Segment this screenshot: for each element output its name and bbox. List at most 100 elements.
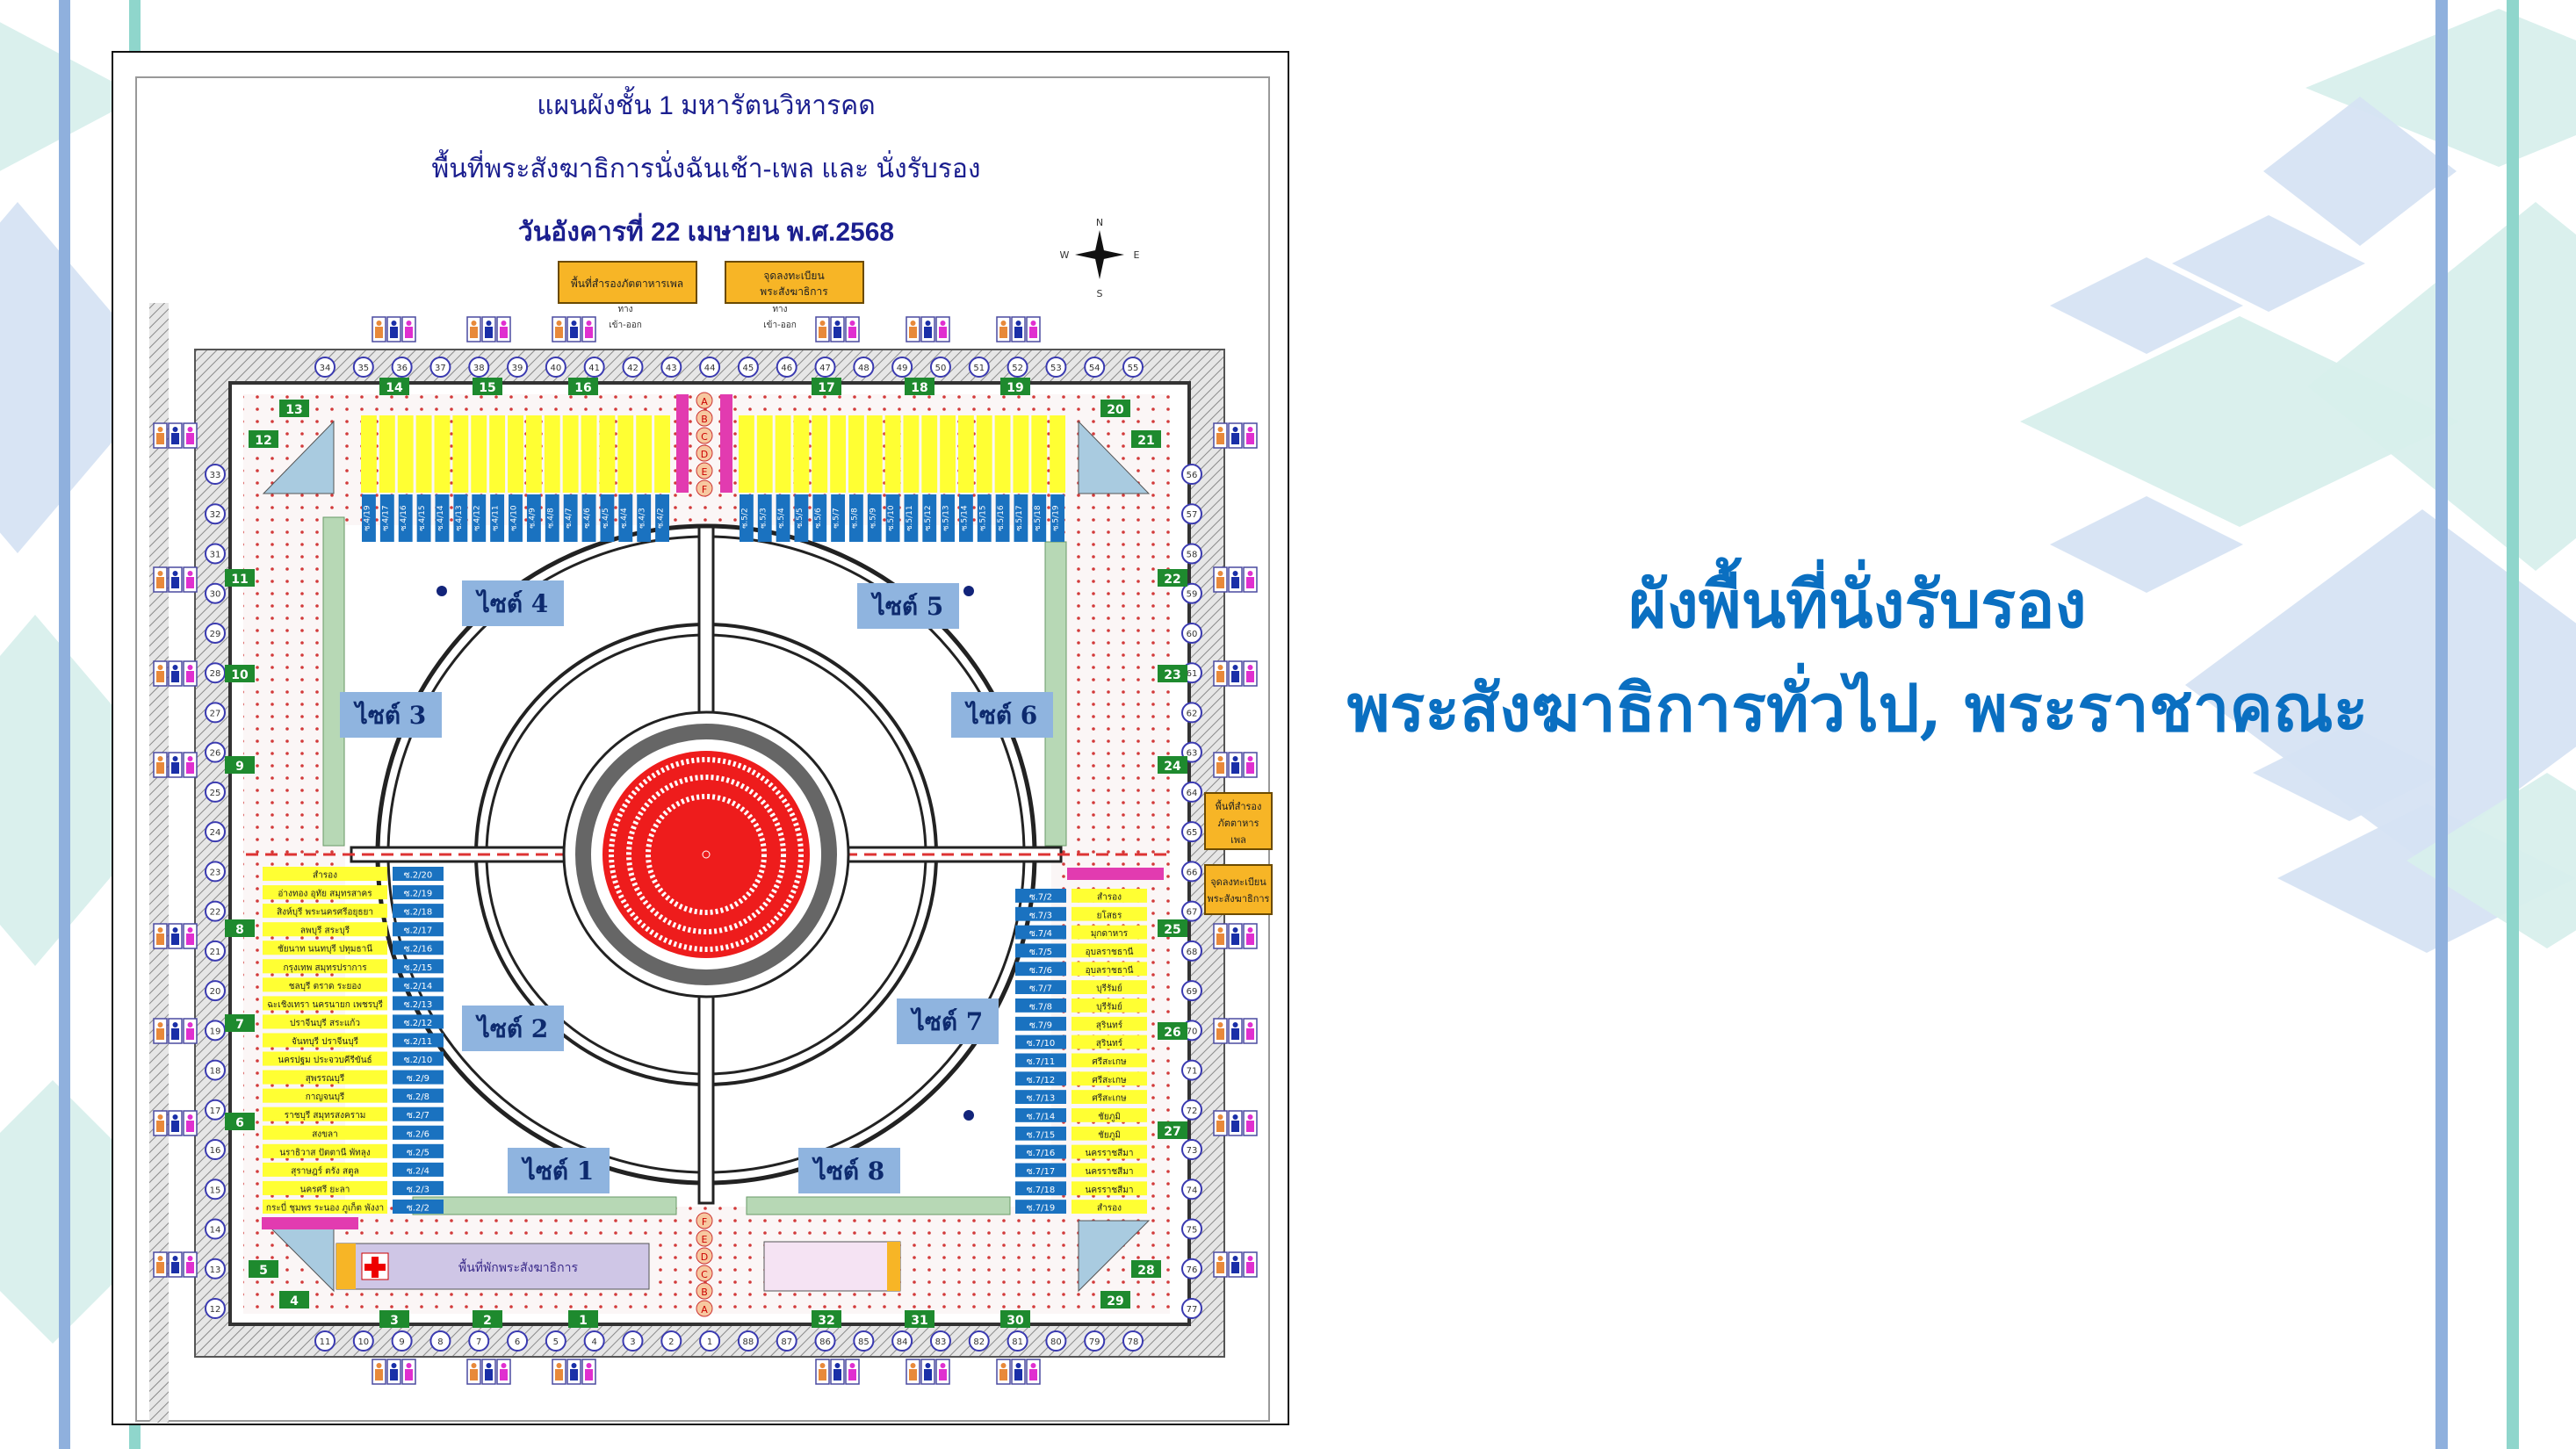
pillar-number: 30: [210, 590, 221, 600]
person-icon: [1231, 1121, 1239, 1132]
seat-code-box: [757, 494, 772, 542]
seat-code: ซ.2/18: [404, 908, 432, 918]
pillar-circle: [545, 1330, 566, 1352]
row-letter: D: [701, 1251, 708, 1263]
person-icon: [187, 427, 193, 432]
seat-code: ซ.7/13: [1027, 1094, 1055, 1104]
row-letter: A: [701, 1304, 708, 1316]
seat-code-box: [1015, 889, 1066, 903]
person-icon: [571, 1363, 577, 1368]
pillar-circle: [699, 357, 721, 378]
zone-label-box: [857, 583, 959, 629]
row-letter-circle: [696, 1265, 713, 1282]
gate-marker: [225, 756, 255, 774]
seat-province: กาญจนบุรี: [306, 1092, 345, 1102]
seat-province-column: [1013, 415, 1029, 493]
pillar-circle: [1181, 781, 1202, 803]
person-icon: [375, 1369, 383, 1381]
pillar-circle: [814, 357, 836, 378]
gate-marker: [812, 1310, 841, 1328]
seat-code-box: [379, 494, 394, 542]
pillar-number: 61: [1187, 669, 1198, 679]
seat-province: ศรีสะเกษ: [1092, 1075, 1127, 1085]
person-icon: [1232, 927, 1238, 933]
seat-province: บุรีรัมย์: [1096, 984, 1122, 994]
person-icon: [940, 1363, 946, 1368]
person-icon: [187, 927, 193, 933]
seat-code: ซ.4/9: [528, 508, 537, 529]
person-icon: [939, 1369, 947, 1381]
gate-number: 31: [911, 1314, 927, 1328]
seat-code: ซ.5/5: [796, 508, 805, 528]
pillar-circle: [737, 1330, 759, 1352]
pillar-circle: [205, 1139, 226, 1161]
person-icon: [1216, 1262, 1224, 1273]
gate-number: 16: [574, 381, 591, 395]
pillar-number: 2: [668, 1337, 674, 1347]
seat-code-box: [362, 494, 376, 542]
person-icon: [156, 433, 164, 444]
seat-code-box: [1032, 494, 1047, 542]
seat-code: ซ.7/10: [1027, 1039, 1055, 1049]
person-icon: [157, 1022, 163, 1027]
seat-code: ซ.5/8: [850, 508, 859, 529]
pillar-number: 29: [210, 630, 221, 639]
seat-code-box: [1015, 962, 1066, 977]
row-letter: C: [701, 1269, 708, 1280]
seat-code: ซ.4/5: [602, 508, 610, 528]
person-icon: [848, 1369, 856, 1381]
seat-province-column: [544, 415, 560, 493]
first-aid-icon: [364, 1257, 386, 1278]
pillar-circle: [1181, 861, 1202, 883]
seat-code: ซ.4/13: [455, 505, 464, 530]
seat-code: ซ.7/9: [1029, 1020, 1052, 1030]
seat-code: ซ.2/17: [404, 926, 432, 936]
seat-province-column: [361, 415, 377, 493]
pillar-number: 45: [743, 364, 754, 373]
person-icon: [1232, 1022, 1238, 1027]
seat-province-column: [379, 415, 395, 493]
gate-marker: [225, 1014, 255, 1032]
zone-label: ไซต์ 2: [475, 1014, 549, 1043]
gate-number: 2: [483, 1314, 492, 1328]
seat-province-column: [940, 415, 956, 493]
seat-province-row: [263, 1143, 387, 1158]
seat-code: ซ.5/18: [1034, 505, 1043, 530]
seat-province-row: [263, 867, 387, 882]
pillar-number: 40: [550, 364, 561, 373]
pillar-circle: [205, 821, 226, 843]
magenta-band: [676, 394, 689, 493]
gate-marker: [812, 378, 841, 395]
person-icon: [171, 1121, 179, 1132]
pillar-circle: [314, 357, 336, 378]
seat-province: ชัยนาท นนทบุรี ปทุมธานี: [278, 944, 372, 955]
gate-number: 21: [1137, 434, 1154, 448]
seat-code: ซ.2/8: [407, 1092, 429, 1102]
seat-province: อ่างทอง อุทัย สมุทรสาคร: [278, 890, 372, 899]
green-strip-bottom-right: [746, 1196, 1011, 1215]
pillar-circle: [1181, 464, 1202, 485]
pillar-number: 69: [1187, 987, 1198, 997]
pillar-number: 33: [210, 471, 221, 480]
person-icon: [1231, 671, 1239, 682]
seat-province-row: [263, 1070, 387, 1085]
pillar-number: 75: [1187, 1226, 1198, 1236]
seat-code-box: [655, 494, 669, 542]
seat-province-column: [434, 415, 451, 493]
person-icon: [391, 321, 397, 326]
gate-number: 29: [1107, 1294, 1123, 1308]
person-icon: [585, 327, 593, 338]
seat-code-box: [1015, 1144, 1066, 1159]
seat-code-box: [1015, 925, 1066, 940]
seat-code: ซ.2/4: [407, 1166, 429, 1176]
room-end: [887, 1242, 900, 1291]
seat-province-column: [415, 415, 432, 493]
seat-code: ซ.4/11: [492, 505, 501, 530]
diamond-shape: [0, 202, 167, 553]
pillar-circle: [507, 1330, 529, 1352]
pillar-number: 79: [1089, 1337, 1100, 1347]
seat-province-column: [958, 415, 974, 493]
gate-number: 19: [1007, 381, 1023, 395]
pillar-circle: [1181, 1139, 1202, 1161]
seat-code: ซ.4/12: [473, 505, 482, 530]
